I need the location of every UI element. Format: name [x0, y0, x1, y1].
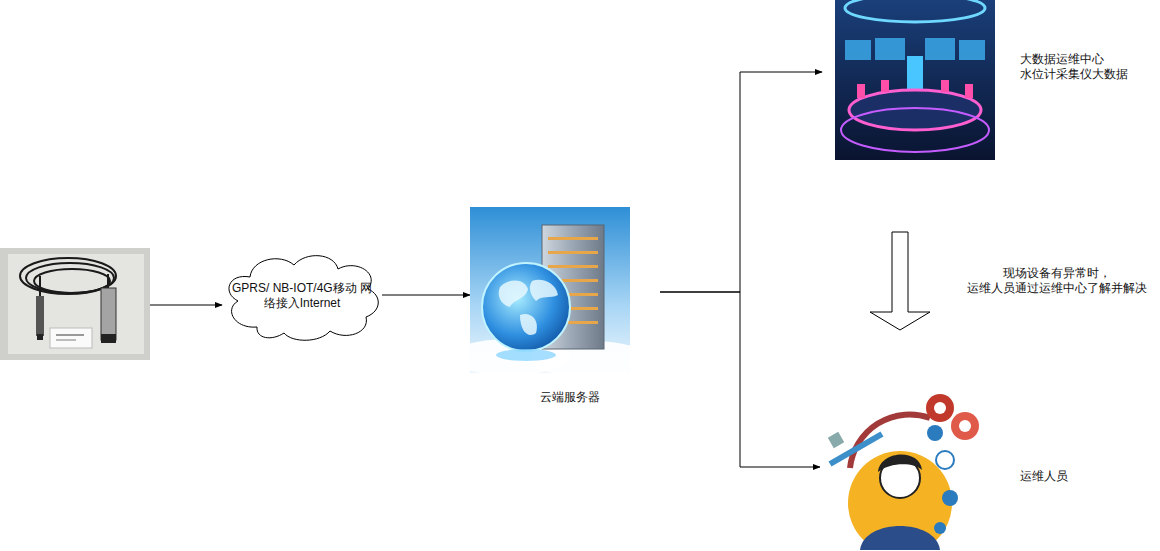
art-rect: [875, 38, 905, 60]
art-circle: [848, 451, 952, 550]
art-circle: [951, 412, 979, 440]
art-circle: [959, 420, 971, 432]
art-circle: [934, 522, 946, 534]
cloud-server: 云端服务器: [470, 207, 660, 407]
art-g: [857, 80, 973, 98]
engineer-node: 运维人员: [820, 388, 1080, 550]
datacenter-illustration: [835, 0, 995, 160]
art-circle: [942, 490, 958, 506]
connector-arrow: [660, 72, 822, 292]
art-rect: [0, 248, 150, 360]
node-text: 运维人员: [1020, 469, 1068, 484]
art-rect: [941, 80, 949, 92]
node-text: GPRS/ NB-IOT/4G移动 网络接入Internet: [232, 281, 372, 311]
connector-arrow: [382, 295, 470, 296]
art-path: [860, 526, 940, 550]
engineer-illustration: [820, 388, 980, 550]
art-rect: [101, 334, 116, 343]
note-label: 现场设备有异常时， 运维人员通过运维中心了解并解决: [962, 266, 1152, 296]
art-rect: [8, 254, 144, 354]
art-path: [530, 280, 558, 301]
datacenter-node: 大数据运维中心 水位计采集仪大数据: [822, 0, 1142, 160]
art-path: [878, 454, 922, 472]
sensor-photo: [0, 248, 150, 360]
art-rect: [37, 334, 43, 340]
art-path: [39, 276, 41, 298]
node-text: 云端服务器: [520, 390, 620, 405]
art-rect: [56, 334, 84, 336]
hollow-down-arrow: [870, 232, 930, 330]
art-rect: [36, 296, 44, 336]
art-rect: [965, 84, 973, 98]
art-ellipse: [841, 108, 989, 152]
connector-arrow: [150, 305, 222, 306]
art-rect: [835, 0, 995, 160]
connector-arrow: [660, 292, 820, 467]
art-rect: [56, 339, 76, 341]
sensor-photo-art: [0, 248, 150, 360]
server-illustration: [470, 207, 630, 373]
node-text: 大数据运维中心 水位计采集仪大数据: [1020, 52, 1138, 82]
network-cloud: GPRS/ NB-IOT/4G移动 网络接入Internet: [222, 245, 382, 345]
art-circle: [926, 394, 954, 422]
art-rect: [881, 80, 889, 92]
art-path: [499, 280, 528, 307]
art-rect: [50, 328, 92, 348]
art-circle: [482, 263, 570, 351]
art-rect: [101, 288, 116, 340]
art-rect: [548, 265, 598, 268]
art-ellipse: [496, 349, 556, 361]
art-rect: [959, 40, 985, 60]
art-rect: [548, 237, 598, 240]
art-path: [229, 256, 378, 341]
art-rect: [925, 38, 955, 60]
art-ellipse: [845, 0, 985, 22]
art-rect: [548, 251, 598, 254]
art-rect: [829, 431, 884, 466]
art-circle: [936, 451, 954, 469]
art-path: [520, 314, 537, 335]
art-ellipse: [849, 90, 981, 130]
art-rect: [845, 40, 871, 60]
art-rect: [857, 84, 865, 98]
art-circle: [934, 402, 946, 414]
art-rect: [828, 432, 844, 448]
art-circle: [927, 425, 943, 441]
art-g: [499, 280, 558, 335]
